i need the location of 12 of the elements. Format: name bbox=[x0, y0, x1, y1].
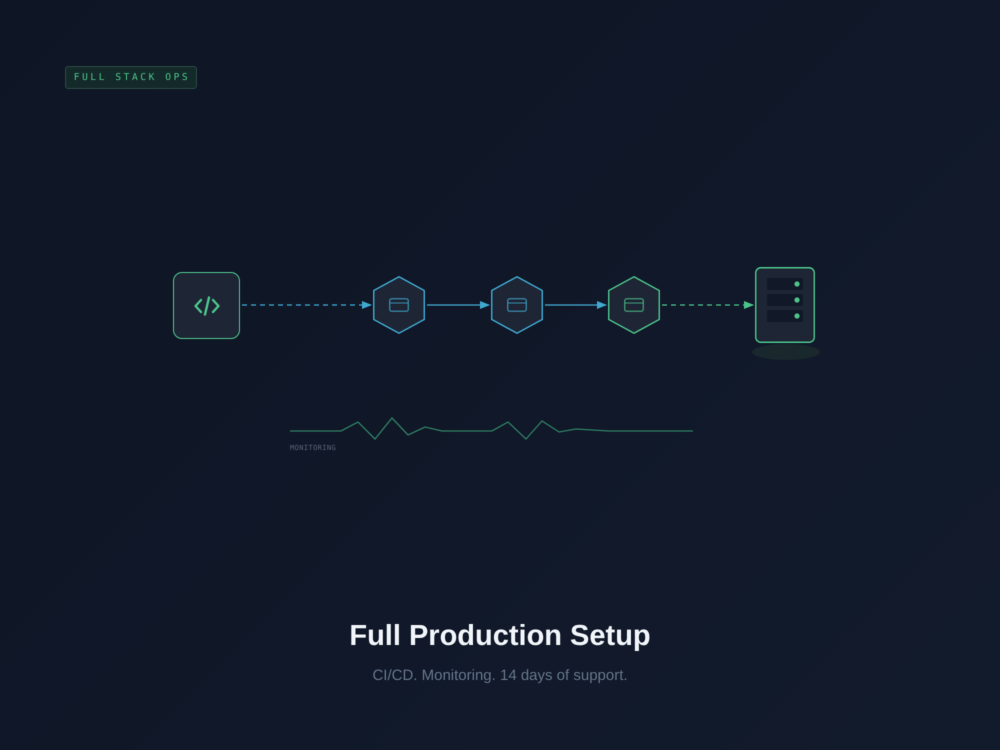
hexagon-node bbox=[373, 276, 425, 334]
dashed-arrow bbox=[242, 301, 372, 309]
title: Full Production Setup bbox=[348, 620, 652, 653]
hexagon-node bbox=[491, 276, 543, 334]
dashed-arrow bbox=[662, 301, 754, 309]
arrow bbox=[545, 301, 607, 309]
code-box bbox=[173, 272, 240, 339]
hexagon-node bbox=[608, 276, 660, 334]
server-drawing bbox=[755, 267, 815, 343]
category-tag: FULL STACK OPS bbox=[65, 66, 197, 89]
caption: CI/CD. Monitoring. 14 days of support. bbox=[371, 667, 629, 684]
arrow bbox=[427, 301, 490, 309]
